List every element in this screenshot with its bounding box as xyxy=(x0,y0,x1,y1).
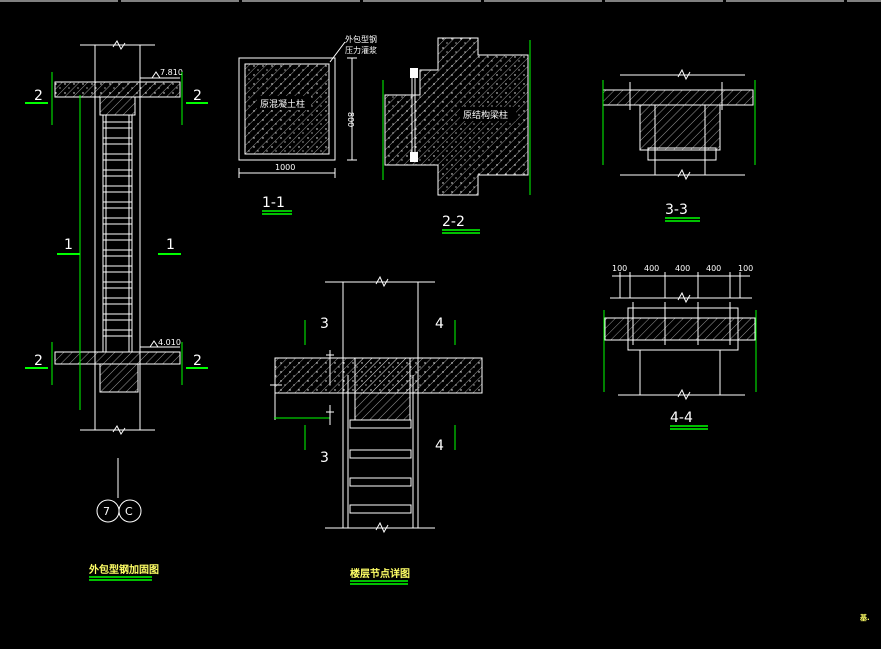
node-detail-title: 楼层节点详图 xyxy=(350,567,410,580)
axis-label-1: 7 xyxy=(103,505,110,518)
batten-plate xyxy=(102,169,133,177)
batten-plate xyxy=(102,329,133,337)
dim-4-4-3: 400 xyxy=(675,264,690,273)
cut-2-left-bottom: 2 xyxy=(34,353,43,369)
reinforcement-elevation: 7.810 4.010 2 2 2 2 1 1 7 C 外包型钢加固图 xyxy=(25,40,208,581)
elevation-title: 外包型钢加固图 xyxy=(88,563,159,576)
batten-plate xyxy=(102,185,133,193)
batten-plate xyxy=(102,217,133,225)
cut-2-right-bottom: 2 xyxy=(193,353,202,369)
section-4-4: 100 400 400 400 100 4-4 xyxy=(603,264,757,430)
batten-plate xyxy=(102,233,133,241)
batten-plate xyxy=(102,153,133,161)
section-3-3-label: 3-3 xyxy=(665,202,688,218)
section-1-1-inner-text: 原混凝土柱 xyxy=(260,98,305,110)
section-4-4-label: 4-4 xyxy=(670,410,693,426)
cut-4-top: 4 xyxy=(435,316,444,332)
axis-label-2: C xyxy=(125,505,133,518)
batten-plate xyxy=(349,419,412,429)
batten-plate xyxy=(102,249,133,257)
cut-3-bottom: 3 xyxy=(320,450,329,466)
level-top: 7.810 xyxy=(160,68,183,77)
batten-plate xyxy=(349,504,412,514)
batten-plate xyxy=(102,137,133,145)
axis-bubble-2 xyxy=(118,499,142,523)
section-3-3: 3-3 xyxy=(602,68,756,222)
batten-plate xyxy=(349,449,412,459)
section-1-1: 原混凝土柱 外包型钢 压力灌浆 1000 800 1-1 xyxy=(238,34,377,215)
section-2-2-label: 2-2 xyxy=(442,214,465,230)
note-line-1: 外包型钢 xyxy=(345,34,377,44)
cut-4-bottom: 4 xyxy=(435,438,444,454)
batten-plate xyxy=(102,121,133,129)
section-2-2: 原结构梁柱 2-2 xyxy=(382,37,531,234)
batten-plate xyxy=(102,297,133,305)
batten-plate xyxy=(102,201,133,209)
batten-plate xyxy=(349,477,412,487)
cut-1-right: 1 xyxy=(166,237,175,253)
floor-node-detail: 3 4 3 4 楼层节点详图 xyxy=(270,275,483,585)
cut-2-right-top: 2 xyxy=(193,88,202,104)
node-batten-plates xyxy=(349,419,412,514)
level-bottom: 4.010 xyxy=(158,338,181,347)
batten-plate xyxy=(102,265,133,273)
batten-plate xyxy=(102,313,133,321)
corner-mark: 基. xyxy=(859,613,870,622)
cut-3-top: 3 xyxy=(320,316,329,332)
dim-width: 1000 xyxy=(275,163,295,172)
section-2-2-inner-text: 原结构梁柱 xyxy=(463,109,508,121)
batten-plates xyxy=(102,121,133,337)
dim-4-4-1: 100 xyxy=(612,264,627,273)
dim-4-4-4: 400 xyxy=(706,264,721,273)
batten-plate xyxy=(102,281,133,289)
dim-4-4-2: 400 xyxy=(644,264,659,273)
section-1-1-label: 1-1 xyxy=(262,195,285,211)
note-line-2: 压力灌浆 xyxy=(345,45,377,55)
cut-1-left: 1 xyxy=(64,237,73,253)
dim-height: 800 xyxy=(346,112,355,127)
cut-2-left-top: 2 xyxy=(34,88,43,104)
dim-4-4-5: 100 xyxy=(738,264,753,273)
